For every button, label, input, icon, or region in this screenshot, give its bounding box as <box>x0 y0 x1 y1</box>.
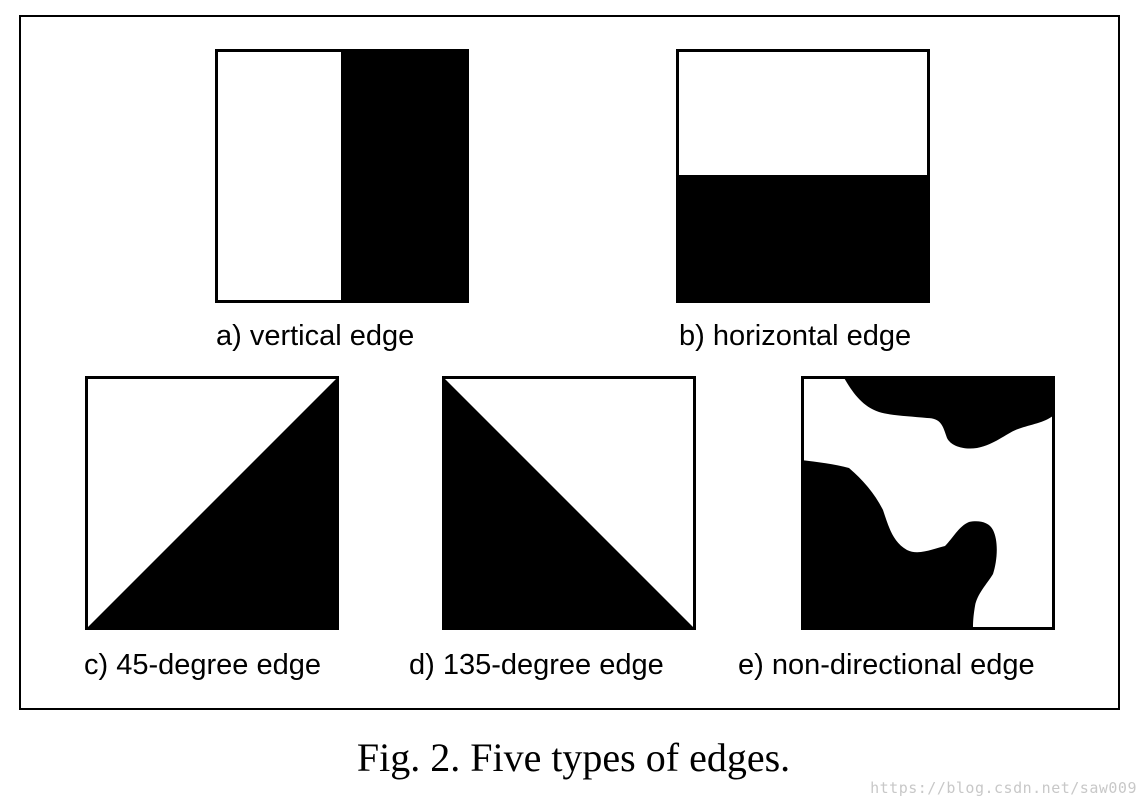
dark-region <box>676 175 930 303</box>
panel-border <box>85 376 339 630</box>
panel-border <box>801 376 1055 630</box>
45-degree-edge-label: c) 45-degree edge <box>84 649 321 681</box>
135-degree-edge-graphic <box>442 376 696 630</box>
panel-border <box>442 376 696 630</box>
horizontal-edge-graphic <box>676 49 930 303</box>
135-degree-edge-label: d) 135-degree edge <box>409 649 664 681</box>
vertical-edge-graphic <box>215 49 469 303</box>
panel-border <box>215 49 469 303</box>
figure-frame <box>19 15 1120 710</box>
dark-region-top <box>843 376 1055 449</box>
45-degree-edge-panel <box>85 376 339 630</box>
non-directional-edge-label: e) non-directional edge <box>738 649 1035 681</box>
panel-border <box>676 49 930 303</box>
135-degree-edge-panel <box>442 376 696 630</box>
dark-region <box>442 376 696 630</box>
vertical-edge-panel <box>215 49 469 303</box>
dark-region-bottom <box>801 460 997 630</box>
45-degree-edge-graphic <box>85 376 339 630</box>
dark-region <box>85 376 339 630</box>
figure-caption: Fig. 2. Five types of edges. <box>356 735 791 780</box>
dark-region <box>341 49 469 303</box>
non-directional-edge-graphic <box>801 376 1055 630</box>
watermark-url: https://blog.csdn.net/saw009 <box>870 779 1137 797</box>
non-directional-edge-panel <box>801 376 1055 630</box>
horizontal-edge-label: b) horizontal edge <box>679 320 912 352</box>
vertical-edge-label: a) vertical edge <box>216 320 415 352</box>
horizontal-edge-panel <box>676 49 930 303</box>
